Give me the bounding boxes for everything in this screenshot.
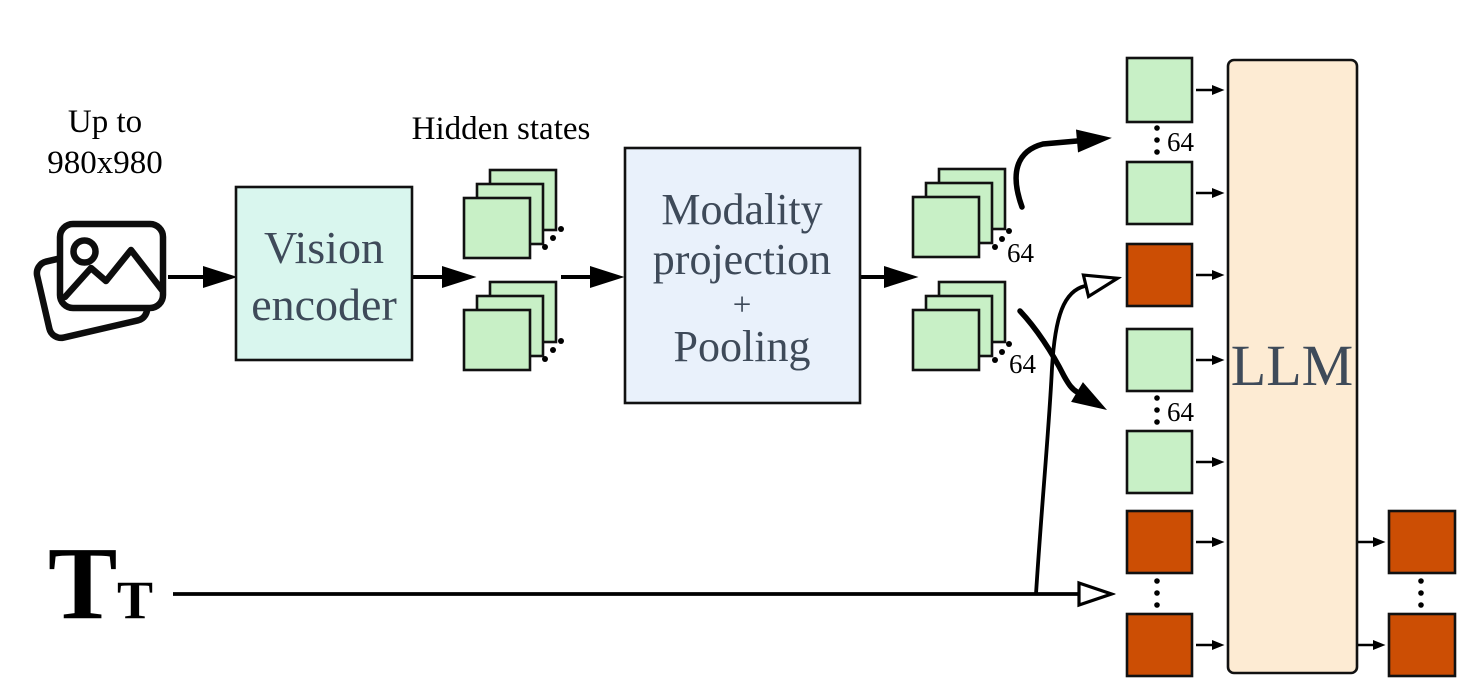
- llm-label: LLM: [1231, 333, 1353, 398]
- pooled-token-count: 64: [1007, 238, 1035, 268]
- llm-outputs: [1358, 509, 1457, 678]
- ellipsis-dot: [1006, 228, 1012, 234]
- ellipsis-dot: [999, 236, 1005, 242]
- llm-block: LLM: [1226, 58, 1359, 675]
- image-token: [1125, 160, 1194, 226]
- vision-encoder-label-line1: Vision: [264, 222, 384, 273]
- vision-encoder-block: Vision encoder: [234, 185, 414, 362]
- text-token: [1125, 509, 1194, 575]
- modality-projection-block: Modality projection + Pooling: [623, 146, 862, 405]
- token-sequence: 64 64: [1125, 56, 1195, 678]
- ellipsis-dot: [1418, 590, 1424, 596]
- output-text-token: [1387, 612, 1457, 678]
- ellipsis-dot: [1154, 395, 1160, 401]
- stack-tile: [911, 195, 981, 259]
- stack-tile: [462, 308, 532, 372]
- ellipsis-dot: [992, 244, 998, 250]
- input-size-line1: Up to: [68, 104, 142, 140]
- ellipsis-dot: [1154, 137, 1160, 143]
- sequence-token-count: 64: [1167, 127, 1195, 157]
- ellipsis-dot: [1154, 578, 1160, 584]
- mountain-path: [61, 246, 166, 301]
- ellipsis-dot: [550, 235, 556, 241]
- ellipsis-dot: [1418, 578, 1424, 584]
- modality-label-line3: Pooling: [674, 322, 811, 371]
- image-token: [1125, 56, 1194, 124]
- text-input-branch-line: [1034, 286, 1085, 595]
- ellipsis-dot: [1006, 341, 1012, 347]
- sequence-token-count: 64: [1167, 397, 1195, 427]
- modality-label-line1: Modality: [661, 185, 822, 234]
- text-token: [1125, 612, 1194, 678]
- text-token-symbol: T: [48, 526, 117, 641]
- token-to-llm-arrows: [1196, 85, 1225, 650]
- ellipsis-dot: [992, 357, 998, 363]
- modality-projection-box: [623, 146, 862, 405]
- ellipsis-dot: [999, 349, 1005, 355]
- modality-label-plus: +: [733, 287, 752, 323]
- llm-box: [1226, 58, 1359, 675]
- ellipsis-dot: [550, 347, 556, 353]
- stack-tile: [462, 196, 532, 260]
- stack-tile: [911, 308, 981, 372]
- text-token: [1125, 242, 1194, 308]
- image-token: [1125, 429, 1194, 495]
- text-token-subscript: T: [117, 570, 153, 630]
- input-image-caption: Up to 980x980: [47, 104, 163, 181]
- pooled-token-count: 64: [1009, 349, 1037, 379]
- hidden-state-stack-top: [462, 168, 564, 260]
- ellipsis-dot: [558, 338, 564, 344]
- hidden-state-stack-bottom: [462, 280, 564, 372]
- ellipsis-dot: [1154, 407, 1160, 413]
- ellipsis-dot: [1154, 125, 1160, 131]
- ellipsis-dot: [1154, 590, 1160, 596]
- ellipsis-dot: [1154, 602, 1160, 608]
- image-token: [1125, 327, 1194, 393]
- pooled-stack-bottom: 64: [911, 280, 1037, 379]
- ellipsis-dot: [1154, 149, 1160, 155]
- pooled-stack-top: 64: [911, 167, 1035, 268]
- text-input: T T: [48, 526, 153, 641]
- sun-circle: [70, 237, 99, 266]
- vision-encoder-label-line2: encoder: [251, 279, 397, 330]
- ellipsis-dot: [1154, 419, 1160, 425]
- output-text-token: [1387, 509, 1457, 575]
- ellipsis-dot: [1418, 602, 1424, 608]
- photos-icon: [33, 220, 167, 342]
- ellipsis-dot: [558, 226, 564, 232]
- hidden-states-label: Hidden states: [412, 111, 591, 147]
- ellipsis-dot: [542, 356, 548, 362]
- curve-top-stack-to-sequence: [1013, 129, 1112, 210]
- ellipsis-dot: [542, 244, 548, 250]
- modality-label-line2: projection: [653, 235, 831, 284]
- vision-encoder-box: [234, 185, 414, 362]
- curve-bottom-stack-to-sequence: [1017, 308, 1108, 411]
- input-size-line2: 980x980: [47, 145, 163, 181]
